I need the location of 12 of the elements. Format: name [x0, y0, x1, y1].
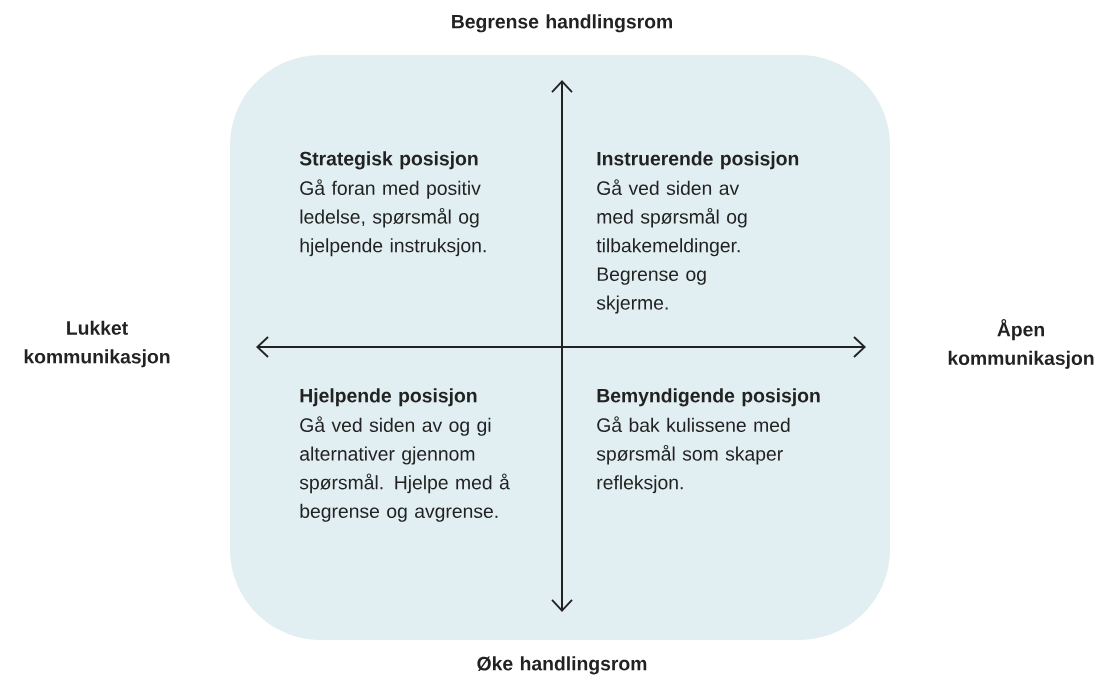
- axis-label: Begrense handlingsrom: [452, 14, 672, 33]
- quadrant-description: Gå foran med positiv ledelse, spørsmål og hjelpende instruksjon.: [300, 179, 486, 257]
- axis-label: Lukket kommunikasjon: [24, 320, 170, 368]
- quadrant-heading: Strategisk posisjon: [299, 151, 478, 170]
- quadrant-heading: Hjelpende posisjon: [300, 388, 477, 407]
- quadrant-heading: Bemyndigende posisjon: [597, 388, 820, 407]
- quadrant-description: Gå bak kulissene med spørsmål som skaper refleksjon.: [596, 416, 790, 494]
- axis-label: Åpen kommunikasjon: [948, 319, 1094, 369]
- quadrant-description: Gå ved siden av med spørsmål og tilbakemeldinger. Begrense og skjerme.: [596, 179, 747, 314]
- quadrant-description: Gå ved siden av og gi alternativer gjennom spørsmål. Hjelpe med å begrense og avgrense.: [299, 416, 510, 522]
- axis-label: Øke handlingsrom: [477, 656, 647, 675]
- quadrant-heading: Instruerende posisjon: [597, 151, 799, 170]
